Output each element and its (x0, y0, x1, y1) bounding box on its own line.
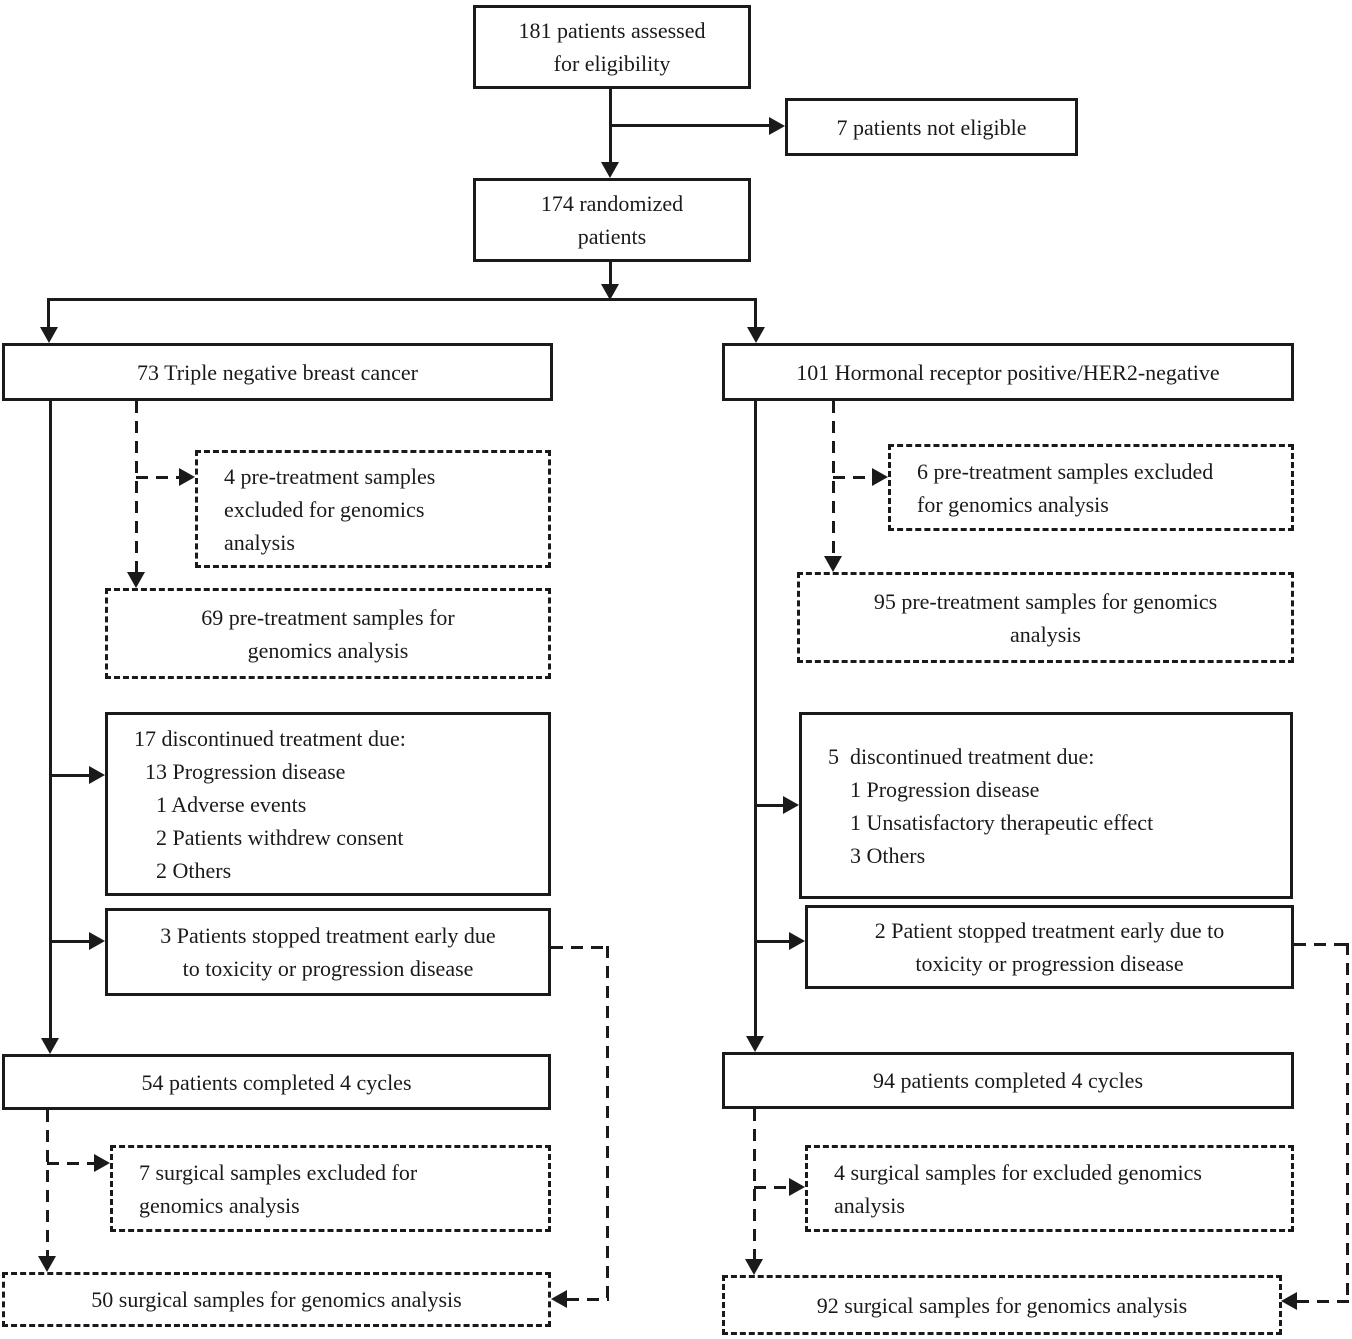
arrowhead-into-hr-stopped-early (789, 932, 805, 950)
hr-dashed-branch-surgical-excluded (754, 1186, 791, 1189)
arrowhead-into-tnbc-stopped-early (89, 932, 105, 950)
box-hormonal-receptor-arm: 101 Hormonal receptor positive/HER2-nega… (722, 343, 1294, 401)
box-hr-pretreatment-excluded: 6 pre-treatment samples excluded for gen… (888, 444, 1294, 531)
box-hr-stopped-early: 2 Patient stopped treatment early due to… (805, 905, 1294, 989)
arrowhead-into-tnbc-surgical-excluded (94, 1154, 110, 1172)
hr-branch-discontinued (755, 804, 785, 807)
tnbc-spine-solid (49, 401, 52, 1040)
box-tnbc-pretreatment-samples: 69 pre-treatment samples for genomics an… (105, 588, 551, 679)
connector-randomized-to-branch (609, 262, 612, 286)
box-tnbc-surgical-samples: 50 surgical samples for genomics analysi… (2, 1272, 551, 1327)
box-tnbc-surgical-excluded: 7 surgical samples excluded for genomics… (110, 1145, 551, 1232)
tnbc-dashed-branch-surgical-excluded (47, 1162, 95, 1165)
box-tnbc-pretreatment-excluded: 4 pre-treatment samples excluded for gen… (195, 450, 551, 568)
arrowhead-into-hr-pretreatment-samples (824, 556, 842, 572)
arrowhead-into-hr-surgical-samples (745, 1259, 763, 1275)
box-hr-surgical-samples: 92 surgical samples for genomics analysi… (722, 1275, 1282, 1335)
arrowhead-into-hr-arm (747, 327, 765, 343)
box-hr-surgical-excluded: 4 surgical samples for excluded genomics… (805, 1145, 1294, 1232)
tnbc-branch-discontinued (50, 774, 90, 777)
hr-dashed-branch-pre-excluded (833, 476, 874, 479)
arrowhead-into-tnbc-surgical-samples-right (551, 1290, 567, 1308)
hr-dashed-drop-surgical (753, 1109, 756, 1261)
box-hr-discontinued: 5 discontinued treatment due: 1 Progress… (799, 712, 1293, 899)
arrowhead-into-tnbc-discontinued (89, 766, 105, 784)
box-tnbc-discontinued: 17 discontinued treatment due: 13 Progre… (105, 712, 551, 896)
arrowhead-into-tnbc-surgical-samples (38, 1256, 56, 1272)
box-triple-negative-arm: 73 Triple negative breast cancer (2, 343, 553, 401)
branch-line-horizontal (47, 298, 757, 301)
hr-stopped-early-return-dashed (1297, 1300, 1349, 1303)
box-hr-completed-cycles: 94 patients completed 4 cycles (722, 1052, 1294, 1109)
box-randomized-patients: 174 randomized patients (473, 178, 751, 262)
hr-dashed-drop-pretreatment (832, 401, 835, 558)
box-patients-not-eligible: 7 patients not eligible (785, 98, 1078, 156)
tnbc-branch-stopped-early (50, 940, 90, 943)
tnbc-stopped-early-down-dashed (606, 946, 609, 1301)
hr-stopped-early-exit-dashed (1294, 943, 1349, 946)
tnbc-stopped-early-exit-dashed (551, 946, 609, 949)
box-hr-pretreatment-samples: 95 pre-treatment samples for genomics an… (797, 572, 1294, 663)
arrowhead-into-tnbc-pretreatment-samples (127, 572, 145, 588)
tnbc-dashed-drop-surgical (46, 1110, 49, 1258)
tnbc-dashed-branch-pre-excluded (136, 476, 180, 479)
hr-spine-solid (754, 401, 757, 1038)
hr-branch-stopped-early (755, 940, 791, 943)
branch-drop-right (754, 298, 757, 329)
arrowhead-into-tnbc-completed (41, 1038, 59, 1054)
arrowhead-into-hr-surgical-excluded (789, 1178, 805, 1196)
box-tnbc-completed-cycles: 54 patients completed 4 cycles (2, 1054, 551, 1110)
arrowhead-into-hr-pre-excluded (872, 468, 888, 486)
box-patients-assessed: 181 patients assessed for eligibility (473, 5, 751, 89)
arrowhead-into-tnbc-pre-excluded (179, 468, 195, 486)
arrowhead-into-tnbc-arm (40, 327, 58, 343)
tnbc-dashed-drop-pretreatment (135, 401, 138, 574)
connector-to-not-eligible (609, 124, 769, 127)
arrowhead-into-hr-completed (746, 1036, 764, 1052)
hr-stopped-early-down-dashed (1346, 943, 1349, 1303)
box-tnbc-stopped-early: 3 Patients stopped treatment early due t… (105, 908, 551, 996)
arrowhead-into-not-eligible (769, 117, 785, 135)
arrowhead-into-randomized (601, 162, 619, 178)
arrowhead-onto-branch-line (601, 284, 619, 300)
tnbc-stopped-early-return-dashed (567, 1298, 609, 1301)
arrowhead-into-hr-surgical-samples-right (1281, 1292, 1297, 1310)
arrowhead-into-hr-discontinued (783, 796, 799, 814)
branch-drop-left (47, 298, 50, 329)
